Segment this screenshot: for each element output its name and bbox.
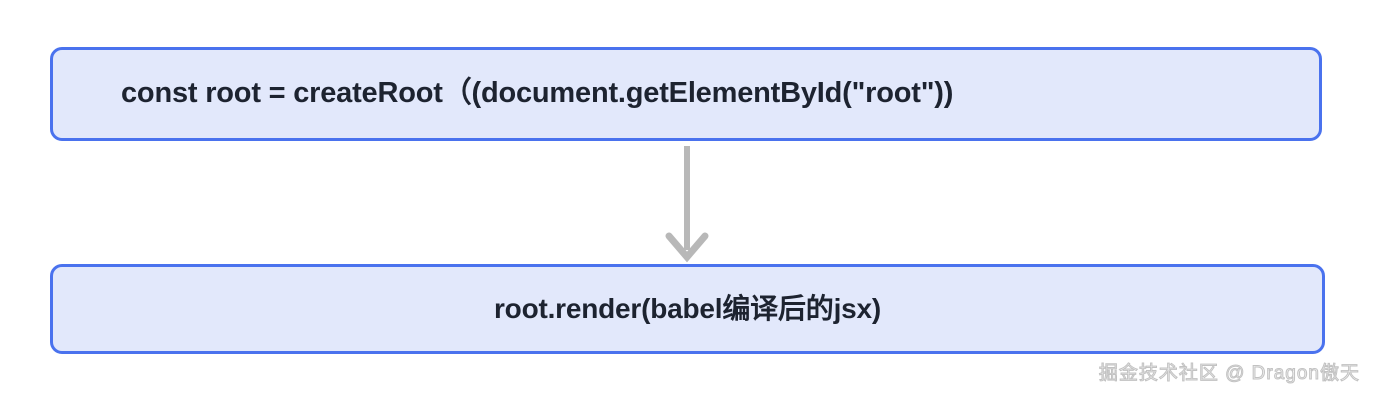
arrow-down-icon <box>655 144 719 264</box>
flow-node-root-render-label: root.render(babel编译后的jsx) <box>493 292 882 324</box>
watermark-text: 掘金技术社区 @ Dragon傲天 <box>1098 363 1360 385</box>
arrow-down-svg <box>665 146 709 263</box>
flow-node-root-render[interactable]: root.render(babel编译后的jsx) <box>50 264 1325 354</box>
flow-node-create-root-label: const root = createRoot（(document.getEle… <box>121 77 954 110</box>
flow-node-create-root[interactable]: const root = createRoot（(document.getEle… <box>50 47 1322 141</box>
